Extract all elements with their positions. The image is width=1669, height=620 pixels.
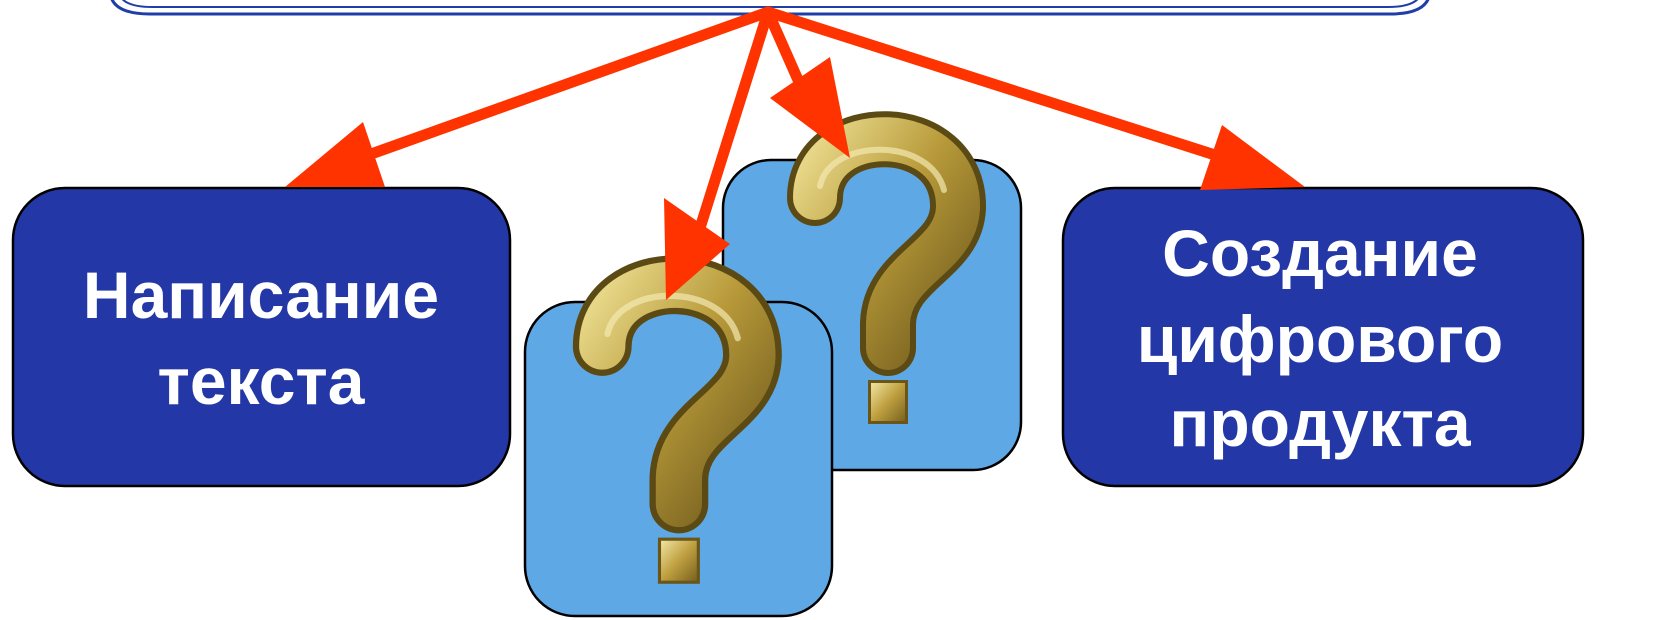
node-digital-product-line-2: цифрового (1137, 302, 1503, 376)
node-digital-product: Создание цифрового продукта (1061, 186, 1585, 488)
arrow-to-digital-product (762, 6, 1305, 190)
arrow-to-unknown-back (762, 6, 850, 158)
arrow-to-unknown-front (664, 6, 774, 300)
unknown-box-front (523, 285, 834, 618)
arrows (285, 6, 1305, 300)
node-text-writing-line-2: текста (158, 344, 366, 418)
node-text-writing-line-1: Написание (83, 258, 439, 332)
arrow-to-writing (285, 6, 774, 187)
node-text-writing: Написание текста (11, 186, 512, 488)
node-digital-product-line-1: Создание (1162, 216, 1478, 290)
node-digital-product-line-3: продукта (1169, 386, 1471, 460)
